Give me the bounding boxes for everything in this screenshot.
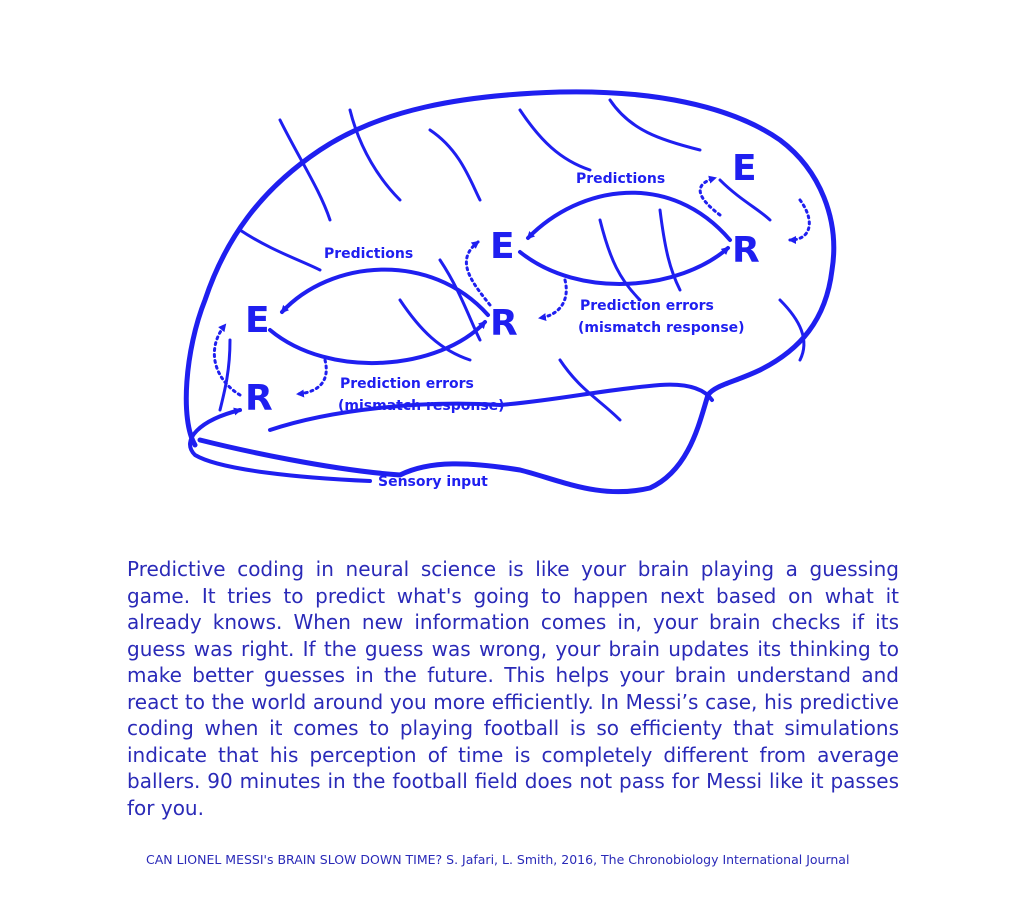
paragraph-line: make better guesses in the future. This … [127,663,899,687]
paragraph-line: guess was right. If the guess was wrong,… [127,636,899,661]
label-errors-left-2: (mismatch response) [338,398,505,414]
brain-diagram: E R E R E R Predictions Predictions Pred… [183,89,837,495]
sensory-input-line [188,407,372,483]
node-r-right: R [732,230,760,271]
brain-outline [183,89,837,495]
node-e-left: E [245,300,270,341]
node-e-right: E [732,148,757,189]
node-r-left: R [245,378,273,419]
paragraph-line: for you. [127,795,204,820]
paragraph-line: indicate that his perception of time is … [127,742,899,767]
label-predictions-left: Predictions [324,246,413,262]
label-predictions-right: Predictions [576,171,665,187]
node-e-middle: E [490,226,515,267]
prediction-arc-right [526,190,732,242]
paragraph-line: Predictive coding in neural science is l… [127,557,899,581]
label-errors-left-1: Prediction errors [340,376,474,392]
paragraph-line: coding when it comes to playing football… [127,716,899,740]
paragraph-line: already knows. When new information come… [127,610,899,634]
label-sensory-input: Sensory input [378,474,488,490]
paragraph-line: ballers. 90 minutes in the football fiel… [127,769,899,793]
explanation-paragraph: Predictive coding in neural science is l… [127,556,899,821]
citation-caption: CAN LIONEL MESSI's BRAIN SLOW DOWN TIME?… [146,852,850,867]
error-arc-left [268,320,487,366]
prediction-arc-left [280,267,490,317]
temporal-lobe-line [268,382,714,432]
node-r-middle: R [490,303,518,344]
label-errors-right-1: Prediction errors [580,298,714,314]
paragraph-line: react to the world around you more effic… [127,689,899,714]
error-arc-right [518,246,730,286]
label-errors-right-2: (mismatch response) [578,320,745,336]
paragraph-line: game. It tries to predict what's going t… [127,583,899,608]
